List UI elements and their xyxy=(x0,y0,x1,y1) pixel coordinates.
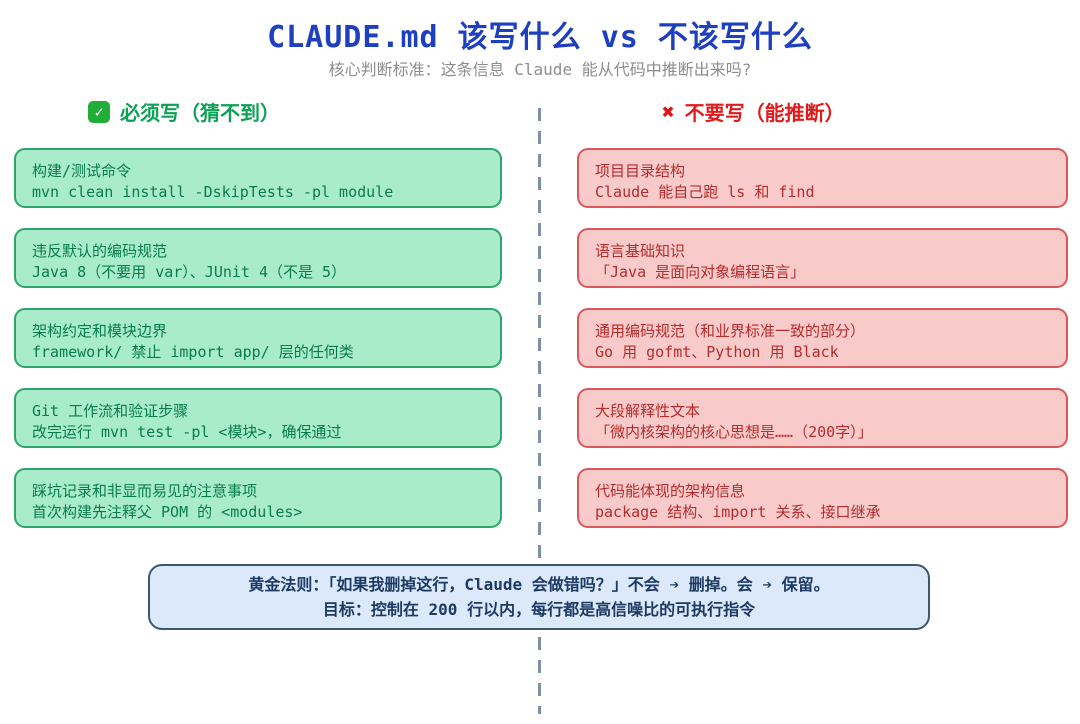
card-detail: 「Java 是面向对象编程语言」 xyxy=(595,263,806,281)
card-detail: 首次构建先注释父 POM 的 <modules> xyxy=(32,503,303,521)
card-heading: 违反默认的编码规范 xyxy=(32,242,168,260)
card-heading: 项目目录结构 xyxy=(595,162,686,180)
card-detail: mvn clean install -DskipTests -pl module xyxy=(32,183,394,201)
card-heading: 代码能体现的架构信息 xyxy=(595,482,746,500)
card-detail: framework/ 禁止 import app/ 层的任何类 xyxy=(32,343,354,361)
golden-rule-line1: 黄金法则：「如果我删掉这行，Claude 会做错吗？」不会 ➔ 删掉。会 ➔ 保… xyxy=(248,575,830,594)
card-must-write-git-workflow: Git 工作流和验证步骤 改完运行 mvn test -pl <模块>，确保通过 xyxy=(14,388,502,448)
card-heading: 通用编码规范（和业界标准一致的部分） xyxy=(595,322,866,340)
right-column-header: ✖ 不要写（能推断） xyxy=(662,97,845,126)
cross-icon: ✖ xyxy=(662,99,675,124)
card-must-write-coding-conventions: 违反默认的编码规范 Java 8（不要用 var）、JUnit 4（不是 5） xyxy=(14,228,502,288)
card-heading: 架构约定和模块边界 xyxy=(32,322,168,340)
card-dont-write-code-visible-architecture: 代码能体现的架构信息 package 结构、import 关系、接口继承 xyxy=(577,468,1068,528)
card-must-write-architecture-rules: 架构约定和模块边界 framework/ 禁止 import app/ 层的任何… xyxy=(14,308,502,368)
card-detail: Claude 能自己跑 ls 和 find xyxy=(595,183,815,201)
card-heading: 踩坑记录和非显而易见的注意事项 xyxy=(32,482,258,500)
golden-rule-box: 黄金法则：「如果我删掉这行，Claude 会做错吗？」不会 ➔ 删掉。会 ➔ 保… xyxy=(148,564,930,630)
card-must-write-build-commands: 构建/测试命令 mvn clean install -DskipTests -p… xyxy=(14,148,502,208)
left-column-header-label: 必须写（猜不到） xyxy=(120,101,280,125)
right-column: 项目目录结构 Claude 能自己跑 ls 和 find 语言基础知识 「Jav… xyxy=(577,148,1068,548)
card-detail: 改完运行 mvn test -pl <模块>，确保通过 xyxy=(32,423,342,441)
card-dont-write-common-conventions: 通用编码规范（和业界标准一致的部分） Go 用 gofmt、Python 用 B… xyxy=(577,308,1068,368)
subtitle: 核心判断标准：这条信息 Claude 能从代码中推断出来吗? xyxy=(328,60,752,79)
card-heading: 语言基础知识 xyxy=(595,242,686,260)
card-must-write-gotchas: 踩坑记录和非显而易见的注意事项 首次构建先注释父 POM 的 <modules> xyxy=(14,468,502,528)
card-dont-write-long-explanations: 大段解释性文本 「微内核架构的核心思想是……（200字）」 xyxy=(577,388,1068,448)
left-column-header: ✓ 必须写（猜不到） xyxy=(88,97,280,126)
card-detail: package 结构、import 关系、接口继承 xyxy=(595,503,881,521)
golden-rule-line2: 目标：控制在 200 行以内，每行都是高信噪比的可执行指令 xyxy=(322,600,756,619)
card-detail: Go 用 gofmt、Python 用 Black xyxy=(595,343,839,361)
check-icon: ✓ xyxy=(88,100,110,123)
card-heading: 大段解释性文本 xyxy=(595,402,701,420)
right-column-header-label: 不要写（能推断） xyxy=(684,101,845,125)
card-dont-write-language-basics: 语言基础知识 「Java 是面向对象编程语言」 xyxy=(577,228,1068,288)
card-heading: 构建/测试命令 xyxy=(32,162,132,180)
card-heading: Git 工作流和验证步骤 xyxy=(32,402,189,420)
page-title: CLAUDE.md 该写什么 vs 不该写什么 xyxy=(267,20,813,55)
left-column: 构建/测试命令 mvn clean install -DskipTests -p… xyxy=(14,148,502,548)
card-detail: Java 8（不要用 var）、JUnit 4（不是 5） xyxy=(32,263,347,281)
card-dont-write-directory-structure: 项目目录结构 Claude 能自己跑 ls 和 find xyxy=(577,148,1068,208)
card-detail: 「微内核架构的核心思想是……（200字）」 xyxy=(595,423,873,441)
column-divider xyxy=(538,108,541,714)
